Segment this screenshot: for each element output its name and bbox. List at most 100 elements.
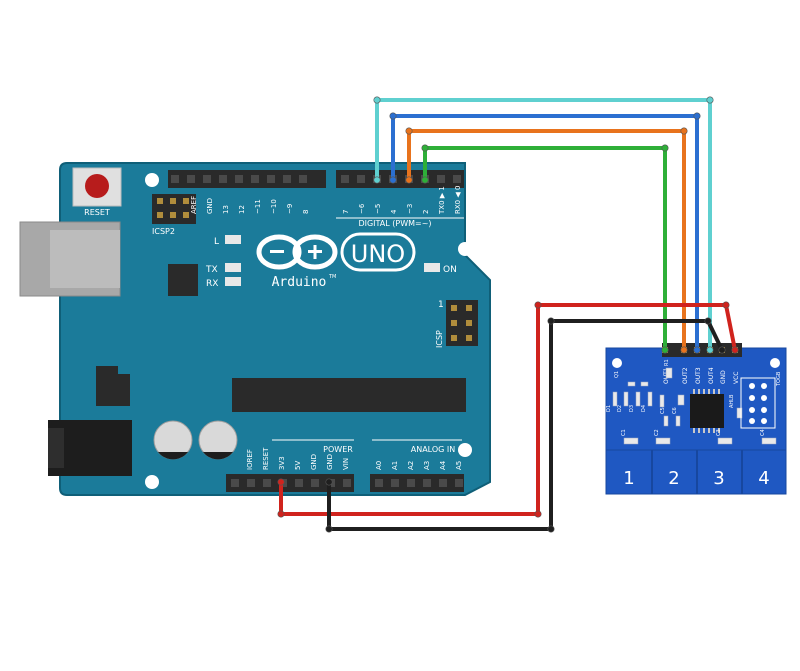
- reset-button-cap[interactable]: [85, 174, 109, 198]
- analog-pin-label: A2: [407, 461, 415, 470]
- wire-joint: [680, 127, 688, 135]
- analog-pin-label: A5: [455, 461, 463, 470]
- component-label: R1: [664, 359, 670, 366]
- jumper-block: [740, 377, 776, 429]
- usb-port-inner: [50, 230, 120, 288]
- icsp-header: [446, 300, 478, 346]
- digital-pin-label: ~11: [254, 199, 262, 214]
- component-label: D1: [606, 405, 612, 412]
- touch-pad-label: 4: [758, 468, 769, 489]
- power-pin-label: RESET: [262, 447, 270, 470]
- wire-joint: [325, 525, 333, 533]
- power-pin-label: VIN: [342, 458, 350, 470]
- wire-blue: [391, 114, 699, 350]
- led-l-label: L: [214, 237, 219, 247]
- wire-joint: [704, 317, 712, 325]
- wire-red: [279, 303, 737, 516]
- digital-pin-label: ~10: [270, 199, 278, 214]
- mounting-hole: [458, 443, 472, 457]
- led-on: [424, 263, 440, 272]
- power-header: [226, 474, 354, 492]
- touch-ic: [690, 394, 724, 428]
- digital-section-label: DIGITAL (PWM=~): [358, 219, 431, 228]
- analog-section-label: ANALOG IN: [411, 445, 456, 454]
- led-rx: [225, 277, 241, 286]
- power-pin-label: IOREF: [246, 449, 254, 470]
- component-label: Q1: [614, 371, 620, 378]
- component-label: D4: [641, 405, 647, 412]
- component-label: C3: [716, 429, 722, 436]
- wire-joint: [405, 176, 413, 184]
- trademark: TM: [328, 274, 336, 280]
- mounting-hole: [145, 475, 159, 489]
- digital-pin-label: 4: [390, 209, 398, 214]
- digital-pin-label: 12: [238, 205, 246, 214]
- wire-joints: [277, 96, 739, 533]
- digital-pin-label: ~5: [374, 204, 382, 214]
- digital-pin-label: 2: [422, 210, 430, 214]
- module-pin-label: VCC: [733, 372, 740, 384]
- wire-joint: [534, 301, 542, 309]
- uno-badge: [340, 232, 416, 272]
- wire-joint: [547, 317, 555, 325]
- wire-joint: [405, 127, 413, 135]
- digital-header-left: [168, 170, 326, 188]
- module-header: [662, 343, 742, 357]
- wire-joint: [680, 346, 688, 354]
- digital-pin-label: ~6: [358, 203, 366, 214]
- digital-pin-label: 8: [302, 210, 310, 214]
- wires: [279, 98, 737, 531]
- wire-joint: [389, 176, 397, 184]
- component-label: AHLB: [729, 394, 735, 408]
- wire-joint: [547, 525, 555, 533]
- component-label: C4: [760, 429, 766, 436]
- module-pin-label: OUT4: [708, 367, 715, 384]
- power-pin-label: 5V: [294, 461, 302, 470]
- model-name: UNO: [351, 240, 405, 268]
- icsp2-label: ICSP2: [152, 227, 175, 236]
- dc-power-jack-front: [48, 428, 64, 468]
- digital-pin-label: 7: [342, 210, 350, 214]
- reset-label: RESET: [84, 208, 110, 217]
- wire-joint: [421, 144, 429, 152]
- wire-joint: [373, 176, 381, 184]
- wire-joint: [277, 510, 285, 518]
- digital-pin-label: ~9: [286, 204, 294, 214]
- wire-joint: [661, 144, 669, 152]
- brand-name: Arduino: [272, 275, 327, 290]
- voltage-regulator: [96, 374, 130, 406]
- digital-pin-label: AREF: [190, 196, 198, 214]
- usb-chip: [168, 264, 198, 296]
- analog-pin-label: A4: [439, 460, 447, 470]
- wire-cyan: [375, 98, 712, 350]
- component-label: C5: [660, 407, 666, 414]
- wire-joint: [693, 346, 701, 354]
- analog-pin-label: A1: [391, 461, 399, 470]
- capacitor: [198, 420, 238, 460]
- digital-pin-label: TX0 ▶ 1: [438, 186, 446, 215]
- mounting-hole: [145, 173, 159, 187]
- wire-joint: [373, 96, 381, 104]
- module-pin-label: OUT2: [682, 367, 689, 384]
- led-on-label: ON: [443, 265, 457, 275]
- component-label: D2: [617, 405, 623, 412]
- wire-joint: [277, 478, 285, 486]
- digital-pin-label: ~3: [406, 204, 414, 214]
- power-section-label: POWER: [323, 445, 353, 454]
- touch-pad-label: 3: [713, 468, 724, 489]
- wire-joint: [718, 346, 726, 354]
- mounting-hole: [770, 358, 780, 368]
- digital-header-right: [336, 170, 464, 188]
- led-l: [225, 235, 241, 244]
- touch-pad-label: 2: [668, 468, 679, 489]
- icsp-pin1-label: 1: [438, 300, 444, 310]
